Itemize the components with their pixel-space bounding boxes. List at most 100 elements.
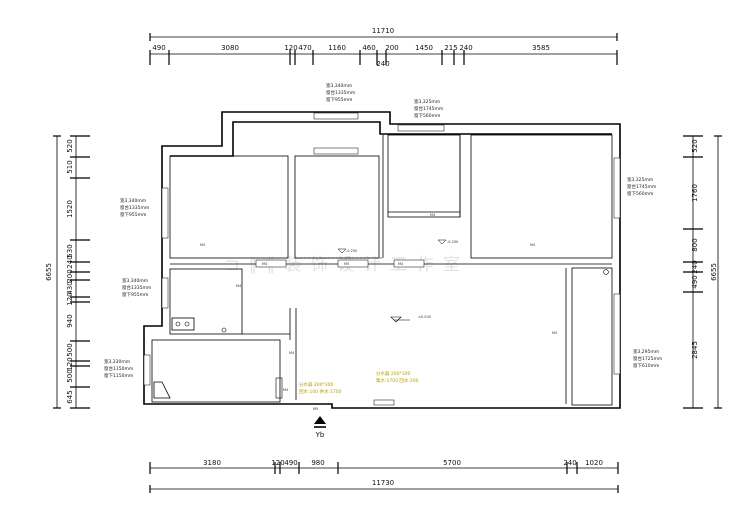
right-dim-5: 490 [691,275,699,288]
left-dim-12: 500 [66,369,74,382]
window-note-4-line3: 窗下560mm [627,190,653,197]
window-left-1 [161,187,169,239]
window-note-7-line2: 窗台1725mm [633,355,662,362]
window-top-3 [397,124,445,132]
equipment-note-b1: 分水器 200*300 [299,381,333,388]
window-left-2 [161,277,169,309]
bottom-dim-6: 240 [563,459,576,467]
utility-room [169,268,243,335]
door-tag-7: M4 [552,331,558,335]
floor-drain-2 [603,269,609,275]
bottom-dimension-chain: 3180 120 490 980 5700 240 1020 11730 [149,459,619,493]
opening-1 [255,259,287,268]
window-note-2-line3: 窗下560mm [414,112,440,119]
door-tag-10: M4 [283,388,289,392]
window-top-2 [313,147,359,155]
kitchen [151,339,281,403]
window-top-1 [313,112,359,120]
bottom-dim-1: 3180 [203,459,221,467]
top-dimension-chain: 11710 490 3080 120 470 1160 460 200 1450… [149,27,618,68]
left-dim-2: 510 [66,160,74,173]
window-note-4-line1: 宽3,325mm [627,176,653,183]
equipment-notes: 分水器 200*300 集水:1700 回水:200 分水器 200*300 回… [299,370,419,395]
window-note-3-line3: 窗下955mm [120,211,146,218]
balcony-room [571,267,613,406]
door-tag-2: M5 [344,262,349,266]
left-dim-13: 645 [66,390,74,403]
door-tags: M4 M5 M4 M4 M4 M4 M4 M5 M4 M4 M4 [200,213,558,411]
right-dim-4: 240 [691,260,699,273]
top-dim-9: 215 [444,44,457,52]
window-note-7-line1: 宽3,295mm [633,348,659,355]
master-bedroom [470,134,613,259]
top-dim-8: 1450 [415,44,433,52]
window-note-6-line2: 窗台1150mm [104,365,133,372]
door-tag-3: M4 [398,262,404,266]
left-dim-1: 520 [66,139,74,152]
right-dim-6: 2845 [691,341,699,359]
left-dim-6: 200 [66,269,74,282]
equipment-note-a2: 集水:1700 回水:200 [376,377,419,384]
fixtures [153,269,609,399]
window-note-3-line2: 窗台1335mm [120,204,149,211]
top-dim-7: 200 [385,44,398,52]
window-left-3 [143,354,151,386]
left-dim-8: 120 [66,292,74,305]
window-note-5-line2: 窗台1335mm [122,284,151,291]
left-dim-5: 240 [66,255,74,268]
inner-wall-top [170,121,612,157]
left-dim-7: 430 [66,281,74,294]
window-note-5-line3: 窗下955mm [122,291,148,298]
sink-fixture [153,381,171,399]
top-dim-4: 470 [298,44,311,52]
level-symbol [390,316,410,323]
bottom-dim-7: 1020 [585,459,603,467]
window-note-6-line3: 窗下1150mm [104,372,133,379]
top-dim-mid: 240 [376,60,389,68]
door-tag-9: M4 [200,243,206,247]
basin-2 [184,321,190,327]
top-dim-2: 3080 [221,44,239,52]
bedroom-2 [294,155,380,259]
door-tag-6: M4 [289,351,295,355]
bottom-dim-5: 5700 [443,459,461,467]
window-note-2-line2: 窗台1745mm [414,105,443,112]
window-note-4-line2: 窗台1745mm [627,183,656,190]
left-dim-4: 530 [66,244,74,257]
right-dim-2: 1760 [691,184,699,202]
entrance-marker: Yb [314,416,326,439]
window-bottom-1 [373,399,395,406]
left-dim-9: 940 [66,314,74,327]
window-note-1-line1: 宽3,340mm [326,82,352,89]
top-dim-11: 3585 [532,44,550,52]
left-dimension-chain: 6655 520 510 1520 530 240 200 430 120 94… [45,135,90,409]
bottom-dim-4: 980 [311,459,324,467]
bottom-dim-3: 490 [284,459,297,467]
right-dim-1: 520 [691,139,699,152]
door-tag-5: M4 [236,284,242,288]
window-right-2 [613,293,621,375]
walk-in-closet [387,134,461,218]
bedroom-1 [169,155,289,259]
entrance-arrow-icon [314,416,326,424]
window-right-1 [613,157,621,219]
window-note-7-line3: 窗下610mm [633,362,659,369]
left-dim-3: 1520 [66,200,74,218]
top-dim-10: 240 [459,44,472,52]
right-dim-3: 800 [691,238,699,251]
counter-unit [275,377,283,399]
basin-1 [175,321,181,327]
entrance-label: Yb [315,431,325,439]
level-mark-2: -0.250 [447,240,458,244]
window-note-2-line1: 宽3,325mm [414,98,440,105]
opening-3 [393,259,425,268]
top-dim-3: 120 [284,44,297,52]
right-dimension-chain: 520 1760 800 240 490 2845 6655 [683,135,722,409]
floor-drain [221,327,227,333]
level-marks: -0.250 -0.250 ±0.030 [337,239,458,323]
left-total-dim: 6655 [45,263,53,281]
window-note-5-line1: 宽3,340mm [122,277,148,284]
window-note-6-line1: 宽3,330mm [104,358,130,365]
walls [143,111,621,409]
